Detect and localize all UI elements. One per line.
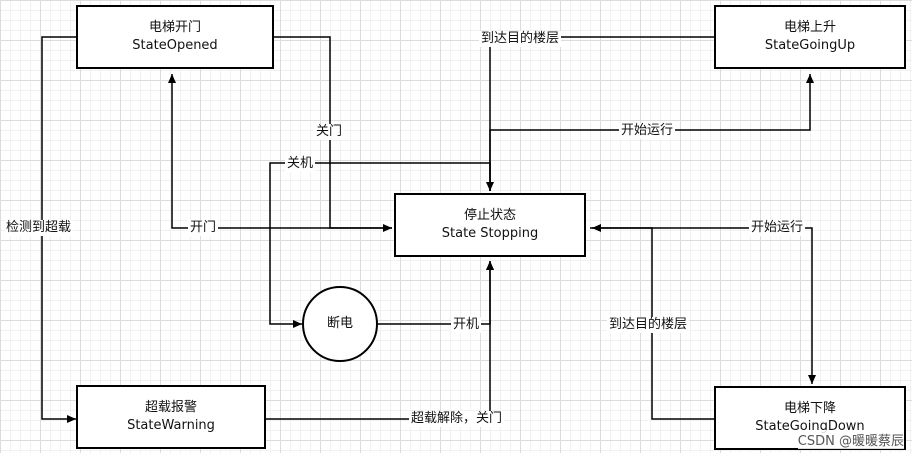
state-opened-subtitle: StateOpened [132, 38, 218, 53]
edge-label-start-down: 开始运行 [749, 220, 806, 236]
state-poweroff-title: 断电 [326, 316, 353, 331]
edge-label-open: 开门 [188, 220, 219, 236]
state-poweroff: 断电 [302, 286, 378, 362]
edge-label-shutdown: 关机 [285, 156, 316, 172]
state-opened: 电梯开门 StateOpened [76, 5, 274, 69]
state-warning-title: 超载报警 [144, 400, 197, 415]
edge-label-start-up: 开始运行 [619, 123, 676, 139]
state-goingup: 电梯上升 StateGoingUp [714, 5, 906, 69]
state-goingdown-title: 电梯下降 [783, 401, 836, 416]
state-warning-subtitle: StateWarning [127, 418, 215, 433]
edge-shutdown-line [269, 162, 491, 328]
edge-label-power-on: 开机 [451, 317, 482, 333]
edge-arrive-top-line [486, 36, 715, 191]
state-goingup-title: 电梯上升 [783, 20, 836, 35]
edge-label-close: 关门 [314, 124, 345, 140]
edge-start-down-line [590, 227, 816, 384]
state-stopping-title: 停止状态 [463, 208, 516, 223]
edge-open-line [168, 74, 392, 229]
edge-label-arrive-top: 到达目的楼层 [479, 31, 562, 47]
state-warning: 超载报警 StateWarning [76, 385, 266, 449]
edge-label-overload-clear: 超载解除，关门 [409, 411, 505, 427]
edge-label-arrive-bottom: 到达目的楼层 [607, 317, 690, 333]
edge-label-overload-detect: 检测到超载 [4, 220, 74, 236]
state-goingup-subtitle: StateGoingUp [764, 38, 856, 53]
edge-power-on-line [378, 261, 494, 325]
watermark: CSDN @暖暖蔡辰 [797, 430, 904, 449]
state-stopping-subtitle: State Stopping [441, 226, 539, 241]
state-stopping: 停止状态 State Stopping [394, 193, 586, 257]
edge-overload-clear-line [266, 261, 494, 420]
state-opened-title: 电梯开门 [148, 20, 201, 35]
